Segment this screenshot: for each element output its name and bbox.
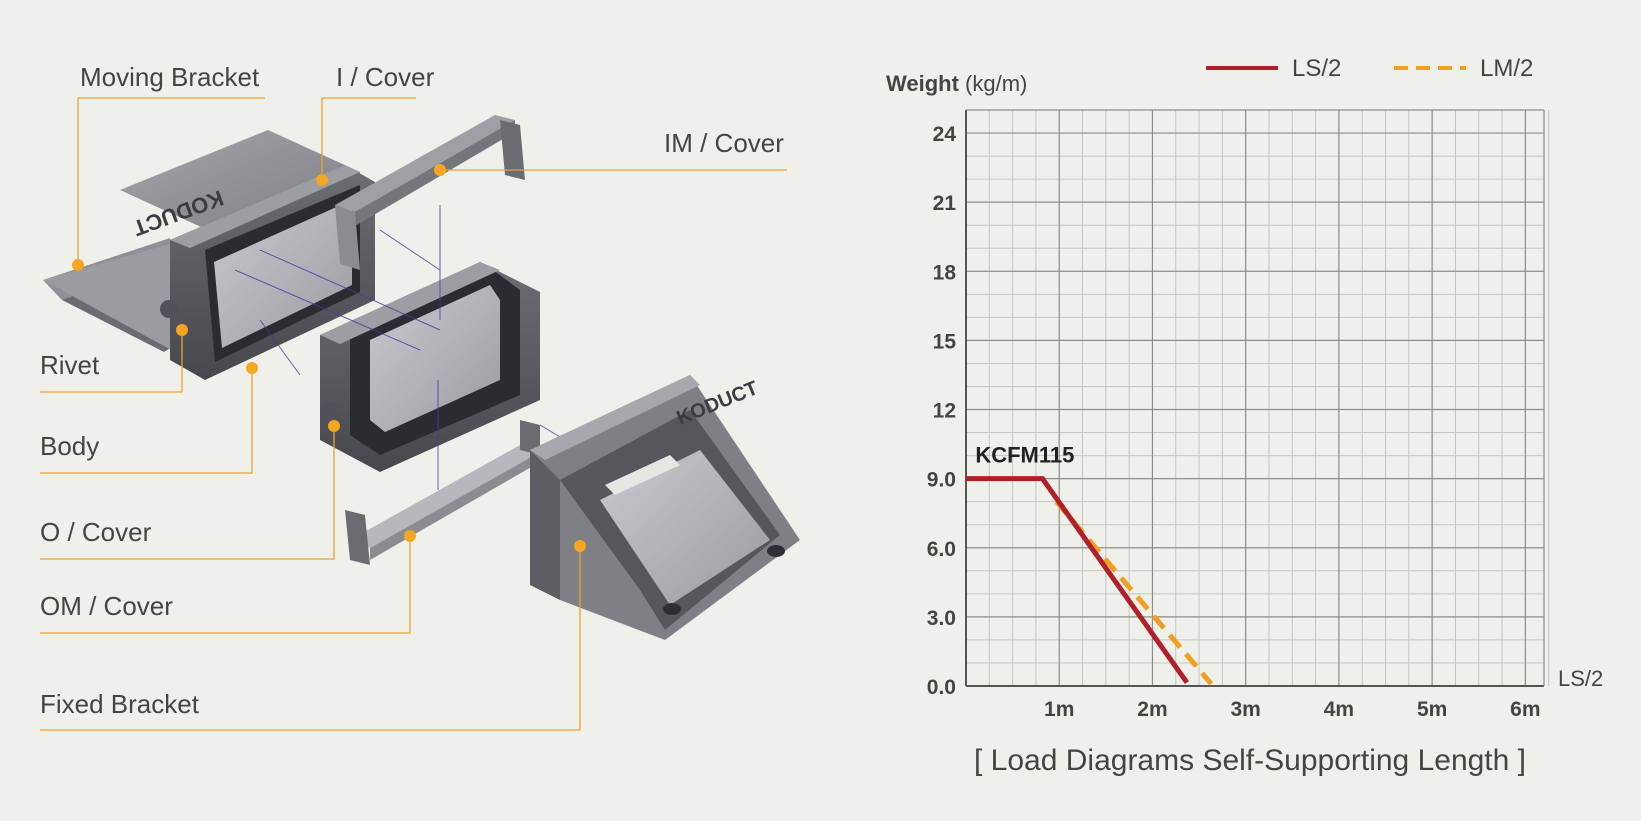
load-diagram-chart: 0.0 3.0 6.0 9.0 12 15 18 21 24 1m 2m 3m 4m 5m 6m Weig… (860, 0, 1641, 816)
chart-grid-minor (966, 109, 1550, 686)
y-tick-label: 21 (933, 192, 957, 215)
frame-part (320, 262, 540, 472)
chart-legend: LS/2 LM/2 (1206, 55, 1533, 82)
y-tick-label: 9.0 (927, 469, 956, 492)
dot-i-cover (316, 174, 328, 186)
x-tick-label: 1m (1044, 698, 1074, 721)
dot-rivet (176, 324, 188, 336)
series-line-ls-2 (966, 476, 1189, 684)
dot-body (246, 362, 258, 374)
y-tick-label: 0.0 (927, 676, 956, 699)
dot-o-cover (328, 420, 340, 432)
chart-y-tick-labels: 0.0 3.0 6.0 9.0 12 15 18 21 24 (927, 123, 957, 699)
y-axis-label-bold: Weight (886, 71, 960, 96)
chart-x-axis-label: LS/2 (1558, 666, 1603, 691)
label-rivet: Rivet (40, 350, 100, 380)
assembly-illustration: KODUCT (40, 62, 800, 731)
leader-rivet (40, 330, 183, 393)
label-moving-bracket: Moving Bracket (80, 62, 260, 92)
y-axis-label-unit: (kg/m) (965, 71, 1027, 96)
label-body: Body (40, 431, 99, 461)
x-tick-label: 6m (1510, 698, 1540, 721)
dot-om-cover (404, 530, 416, 542)
y-tick-label: 3.0 (927, 607, 956, 630)
leader-body (40, 368, 253, 474)
leader-o-cover (40, 426, 335, 560)
leader-i-cover (321, 97, 416, 180)
label-o-cover: O / Cover (40, 517, 152, 547)
callout-dots (72, 164, 586, 552)
x-tick-label: 5m (1417, 698, 1447, 721)
dot-moving-bracket (72, 259, 84, 271)
y-tick-label: 24 (933, 123, 957, 146)
label-i-cover: I / Cover (336, 62, 435, 92)
chart-x-tick-labels: 1m 2m 3m 4m 5m 6m (1044, 698, 1540, 721)
part-labels: Moving Bracket I / Cover IM / Cover Rive… (40, 62, 784, 719)
load-chart-svg: 0.0 3.0 6.0 9.0 12 15 18 21 24 1m 2m 3m 4m 5m 6m Weig… (886, 55, 1603, 777)
leader-lines (40, 97, 787, 731)
chart-series (966, 476, 1214, 686)
y-tick-label: 6.0 (927, 538, 956, 561)
leader-moving-bracket (77, 97, 265, 265)
y-tick-label: 12 (933, 400, 956, 423)
label-om-cover: OM / Cover (40, 591, 173, 621)
x-tick-label: 4m (1324, 698, 1354, 721)
y-tick-label: 15 (933, 330, 957, 353)
chart-y-axis-label: Weight (kg/m) (886, 71, 1027, 96)
label-fixed-bracket: Fixed Bracket (40, 689, 200, 719)
y-tick-label: 18 (933, 261, 957, 284)
chart-annotation-model: KCFM115 (975, 443, 1074, 468)
fixed-bracket-part: KODUCT (530, 375, 800, 640)
dot-im-cover (434, 164, 446, 176)
chart-grid-major (965, 109, 1545, 687)
leader-om-cover (40, 536, 411, 634)
legend-lm-label: LM/2 (1480, 55, 1533, 82)
body-part (160, 165, 375, 380)
x-tick-label: 2m (1137, 698, 1167, 721)
dot-fixed-bracket (574, 540, 586, 552)
label-im-cover: IM / Cover (664, 128, 784, 158)
chart-title: [ Load Diagrams Self-Supporting Length ] (974, 744, 1526, 777)
legend-ls-label: LS/2 (1292, 55, 1341, 82)
leader-fixed-bracket (40, 546, 581, 731)
exploded-assembly-diagram: KODUCT (40, 62, 800, 731)
x-tick-label: 3m (1230, 698, 1260, 721)
